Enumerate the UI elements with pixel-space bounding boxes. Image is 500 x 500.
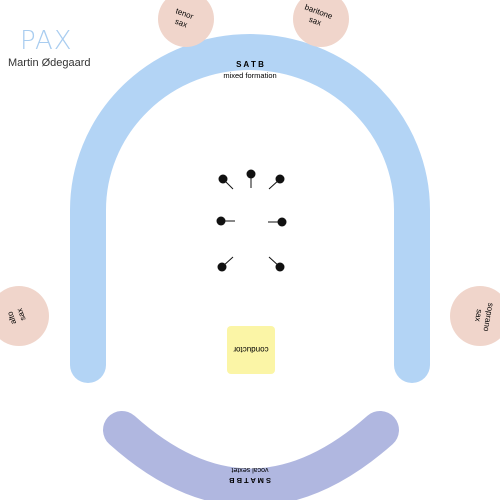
marker-dot	[217, 262, 227, 272]
tenor-sax-label-2: sax	[174, 17, 189, 30]
tenor-sax: tenor sax	[158, 0, 214, 47]
conductor-box: conductor	[227, 326, 275, 374]
sextet-name: S M A T B B	[228, 476, 271, 485]
composer-name: Martin Ødegaard	[8, 57, 91, 69]
marker-dot	[275, 262, 285, 272]
piece-title: PAX	[20, 26, 73, 56]
marker-top-left	[218, 174, 234, 190]
alto-sax: alto sax	[0, 286, 49, 346]
marker-bottom-right	[268, 256, 285, 272]
sextet-subtitle: vocal sextet	[231, 466, 268, 473]
performer-markers	[216, 169, 287, 272]
marker-dot	[216, 216, 226, 226]
marker-top	[246, 169, 256, 188]
alto-sax-label-2: sax	[15, 307, 28, 322]
alto-sax-label-1: alto	[5, 310, 18, 326]
marker-dot	[275, 174, 285, 184]
baritone-sax-label-2: sax	[308, 15, 323, 28]
baritone-sax: baritone sax	[293, 0, 349, 47]
soprano-sax-label-2: sax	[473, 308, 484, 322]
marker-dot	[277, 217, 287, 227]
marker-middle-right	[268, 217, 287, 227]
satb-name: S A T B	[236, 60, 264, 69]
marker-middle-left	[216, 216, 235, 226]
satb-subtitle: mixed formation	[223, 71, 276, 80]
conductor-label: conductor	[233, 345, 268, 354]
marker-dot	[246, 169, 256, 179]
marker-top-right	[268, 174, 285, 190]
marker-dot	[218, 174, 228, 184]
satb-arc	[70, 34, 430, 383]
sextet-arc	[103, 411, 399, 500]
marker-bottom-left	[217, 256, 234, 272]
soprano-sax: soprano sax	[450, 286, 500, 346]
